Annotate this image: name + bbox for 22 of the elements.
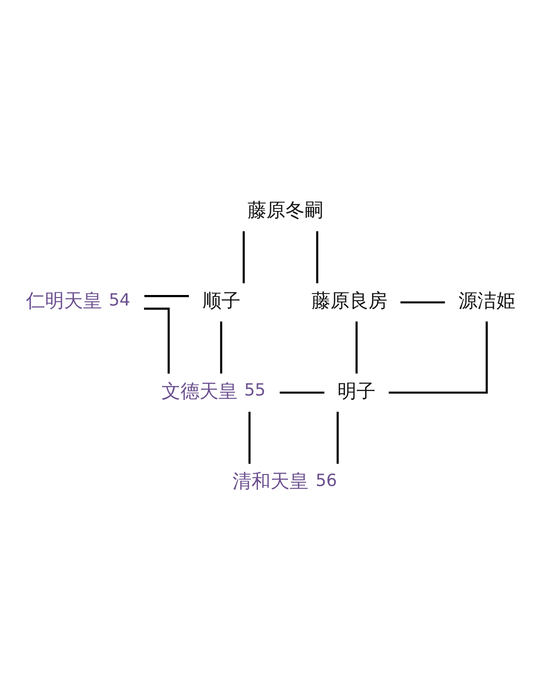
connector xyxy=(388,321,488,394)
connector xyxy=(400,300,445,303)
node-text: 藤原良房 xyxy=(311,289,388,312)
node-text: 藤原冬嗣 xyxy=(247,199,324,222)
connector xyxy=(144,307,170,374)
connector xyxy=(280,391,324,394)
node-text: 源洁姫 xyxy=(458,289,516,312)
node-text: 仁明天皇 xyxy=(26,289,102,312)
node-text: 明子 xyxy=(338,380,376,402)
connector xyxy=(316,230,318,283)
connector xyxy=(336,411,339,464)
connector xyxy=(144,294,189,297)
connector xyxy=(242,230,245,283)
connector xyxy=(248,411,251,464)
node-text: 清和天皇 xyxy=(232,470,309,492)
node-text: 顺子 xyxy=(202,289,240,312)
node-label: 54 xyxy=(108,288,130,309)
node-text: 文德天皇 xyxy=(161,380,238,402)
node-label: 56 xyxy=(316,469,337,490)
connector xyxy=(220,321,222,374)
node-label: 55 xyxy=(244,379,266,400)
connector xyxy=(356,321,358,374)
